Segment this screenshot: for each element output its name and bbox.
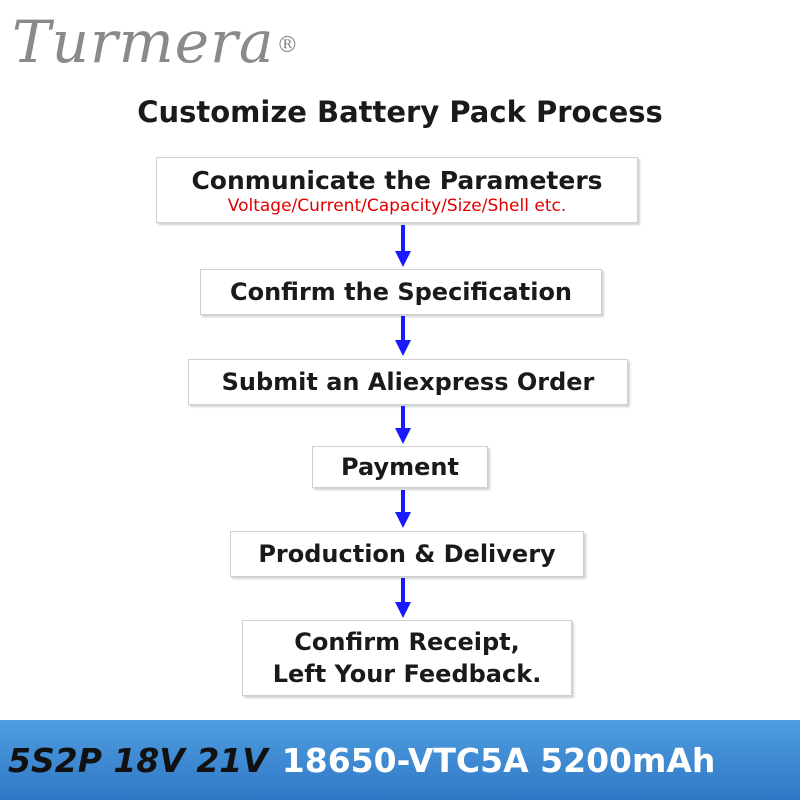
step-submit-order: Submit an Aliexpress Order [188, 359, 628, 405]
step-confirm-receipt: Confirm Receipt, Left Your Feedback. [242, 620, 572, 696]
step-confirm-specification: Confirm the Specification [200, 269, 602, 315]
step-label: Confirm the Specification [229, 278, 573, 306]
step-label: Confirm Receipt, [294, 628, 520, 656]
step-label-line2: Left Your Feedback. [272, 660, 542, 688]
step-label: Submit an Aliexpress Order [221, 368, 595, 396]
page-title: Customize Battery Pack Process [137, 95, 663, 129]
banner-spec: 5S2P 18V 21V [8, 740, 268, 780]
step-label: Production & Delivery [258, 540, 556, 568]
step-payment: Payment [312, 446, 488, 488]
arrow-down-icon [395, 578, 411, 618]
step-communicate-parameters: Conmunicate the Parameters Voltage/Curre… [156, 157, 638, 223]
brand-logo: Turmera® [12, 4, 299, 80]
product-spec-banner: 5S2P 18V 21V 18650-VTC5A 5200mAh [0, 720, 800, 800]
step-label: Payment [341, 453, 459, 481]
arrow-down-icon [395, 316, 411, 356]
step-label: Conmunicate the Parameters [191, 166, 603, 195]
step-sublabel: Voltage/Current/Capacity/Size/Shell etc. [227, 196, 567, 216]
arrow-down-icon [395, 225, 411, 267]
step-production-delivery: Production & Delivery [230, 531, 584, 577]
registered-mark: ® [276, 33, 300, 58]
arrow-down-icon [395, 406, 411, 444]
arrow-down-icon [395, 490, 411, 528]
brand-logo-text: Turmera [12, 8, 275, 76]
banner-model: 18650-VTC5A 5200mAh [281, 740, 716, 780]
